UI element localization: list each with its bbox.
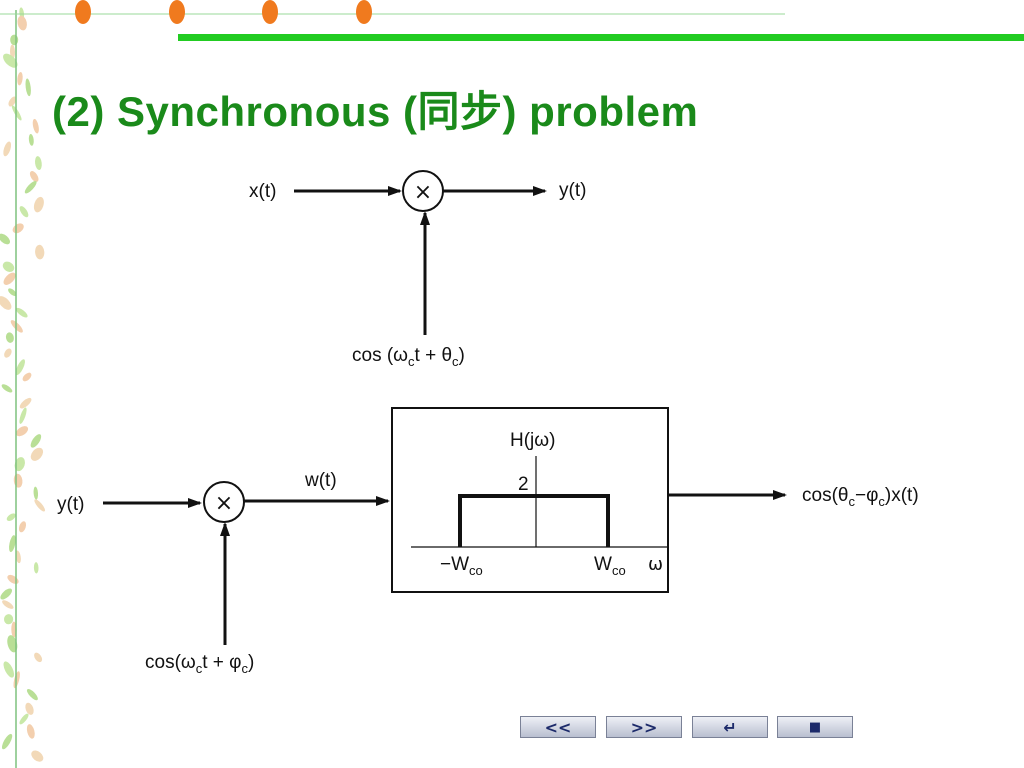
intermediate-label: w(t) xyxy=(304,470,337,491)
frequency-axis-label: ω xyxy=(648,554,663,575)
top-input-label: x(t) xyxy=(249,181,276,202)
leaf-shape xyxy=(0,233,11,245)
next-icon: >> xyxy=(630,717,658,737)
leaf-shape xyxy=(26,689,38,701)
header-decoration xyxy=(0,0,1024,41)
leaf-shape xyxy=(3,53,18,68)
prev-icon: << xyxy=(544,717,572,737)
leaf-shape xyxy=(0,296,12,310)
leaf-shape xyxy=(16,307,28,318)
orange-bullet xyxy=(169,0,185,24)
bottom-multiplier-symbol: × xyxy=(215,491,233,516)
leaf-shape xyxy=(33,196,44,213)
top-output-label: y(t) xyxy=(559,180,586,201)
slide-title: (2) Synchronous (同步) problem xyxy=(52,88,699,135)
filter-gain-label: 2 xyxy=(518,474,529,495)
top-carrier-label: cos (ωct + θc) xyxy=(352,345,465,369)
leaf-pattern-decoration xyxy=(0,7,45,768)
next-slide-button[interactable]: >> xyxy=(606,716,682,738)
leaf-shape xyxy=(28,134,34,146)
leaf-shape xyxy=(1,733,13,750)
accent-line xyxy=(178,34,1024,41)
leaf-shape xyxy=(19,407,27,424)
leaf-shape xyxy=(7,635,18,653)
leaf-shape xyxy=(3,614,14,625)
leaf-shape xyxy=(19,206,29,218)
leaf-shape xyxy=(10,320,23,333)
leaf-shape xyxy=(34,652,43,663)
leaf-shape xyxy=(8,96,17,107)
leaf-shape xyxy=(18,521,27,533)
orange-bullet xyxy=(356,0,372,24)
leaf-shape xyxy=(19,397,32,409)
pos-cutoff-label: Wco xyxy=(594,554,626,578)
leaf-shape xyxy=(22,372,32,382)
demodulator-diagram: y(t) × w(t) cos(ωct + φc) H(jω) 2 −Wco W… xyxy=(57,407,919,676)
leaf-shape xyxy=(26,724,35,739)
leaf-shape xyxy=(15,359,25,376)
leaf-shape xyxy=(8,288,17,296)
leaf-shape xyxy=(1,384,13,393)
leaf-shape xyxy=(6,513,16,521)
return-button[interactable]: ↵ xyxy=(692,716,768,738)
leaf-shape xyxy=(25,78,31,97)
leaf-shape xyxy=(3,272,16,285)
leaf-shape xyxy=(15,550,21,564)
previous-slide-button[interactable]: << xyxy=(520,716,596,738)
leaf-shape xyxy=(35,156,42,171)
bottom-input-label: y(t) xyxy=(57,494,84,515)
leaf-shape xyxy=(0,588,13,600)
leaf-shape xyxy=(29,171,39,182)
leaf-shape xyxy=(14,457,25,472)
leaf-shape xyxy=(24,180,37,194)
modulator-diagram: x(t) × y(t) cos (ωct + θc) xyxy=(249,170,586,369)
stop-icon: ■ xyxy=(808,719,822,735)
lowpass-filter-box xyxy=(391,407,669,593)
orange-bullet xyxy=(75,0,91,24)
leaf-shape xyxy=(30,447,44,461)
leaf-shape xyxy=(4,348,12,358)
top-multiplier-symbol: × xyxy=(414,180,432,205)
return-icon: ↵ xyxy=(723,717,737,737)
leaf-shape xyxy=(35,244,45,260)
filter-response-label: H(jω) xyxy=(510,430,555,451)
end-show-button[interactable]: ■ xyxy=(777,716,853,738)
demodulated-output-label: cos(θc−φc)x(t) xyxy=(802,485,919,509)
filter-passband xyxy=(458,494,610,547)
slide-navigation: << >> ↵ ■ xyxy=(520,716,860,740)
leaf-shape xyxy=(32,118,39,134)
leaf-shape xyxy=(2,261,15,272)
leaf-shape xyxy=(34,499,45,512)
leaf-shape xyxy=(17,15,27,31)
orange-bullet xyxy=(262,0,278,24)
leaf-shape xyxy=(15,426,29,437)
leaf-shape xyxy=(30,434,42,448)
leaf-shape xyxy=(25,702,34,715)
leaf-shape xyxy=(9,535,16,553)
leaf-shape xyxy=(33,562,39,574)
leaf-shape xyxy=(19,713,29,725)
leaf-shape xyxy=(2,600,14,609)
leaf-shape xyxy=(3,141,12,157)
leaf-shape xyxy=(33,486,39,500)
bottom-carrier-label: cos(ωct + φc) xyxy=(145,652,254,676)
leaf-shape xyxy=(31,750,44,762)
leaf-shape xyxy=(5,332,14,343)
leaf-shape xyxy=(17,72,23,86)
leaf-shape xyxy=(3,661,15,678)
